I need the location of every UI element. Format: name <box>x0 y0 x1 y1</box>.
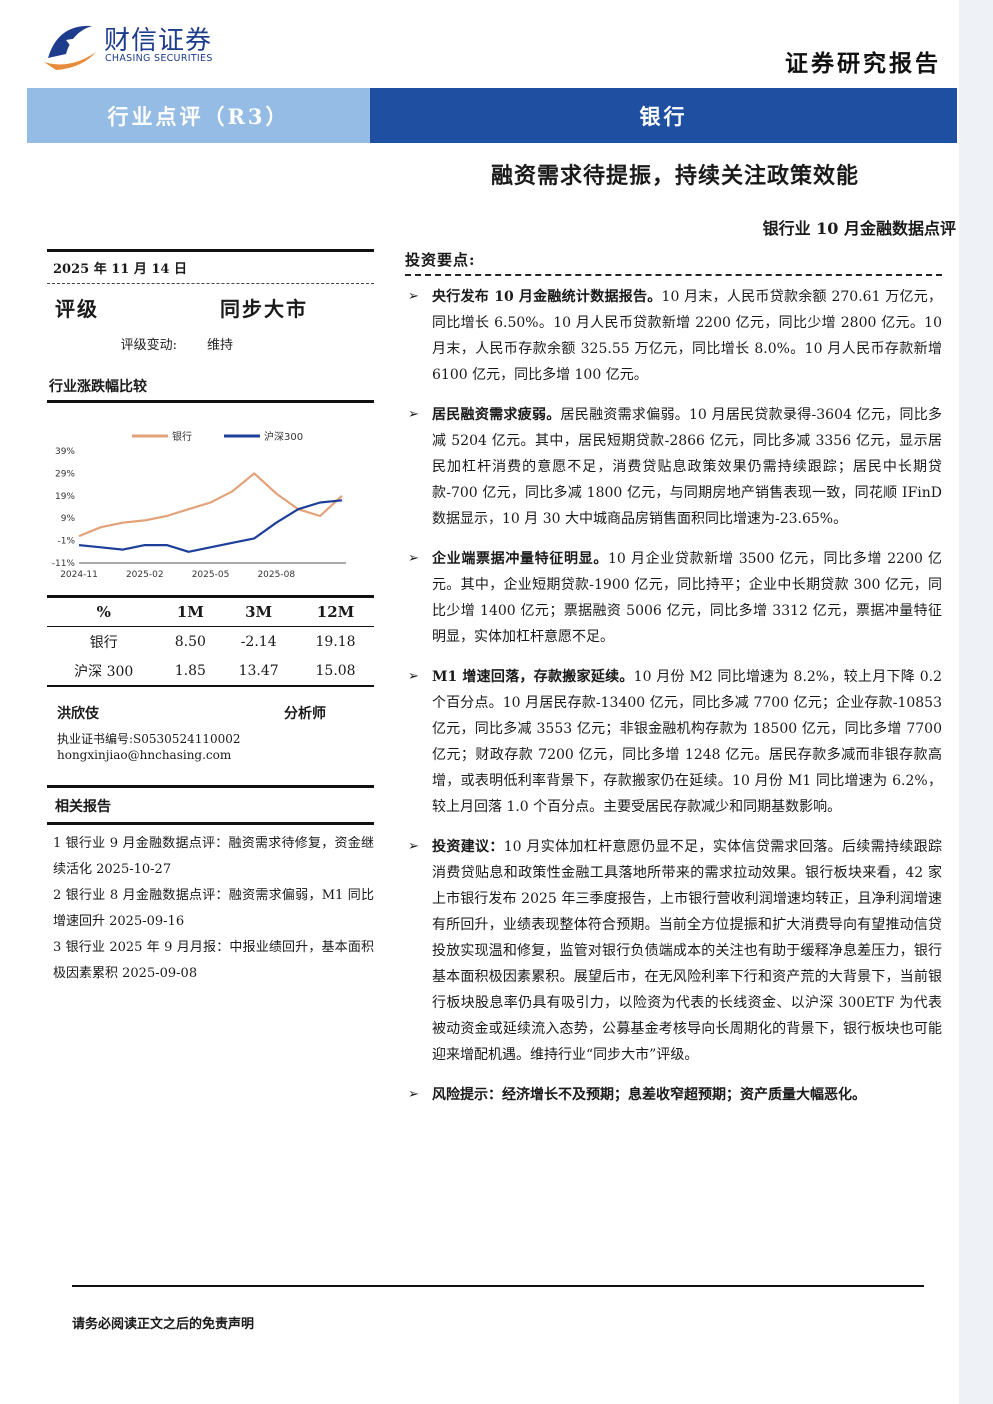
y-tick-label: 39% <box>55 447 75 457</box>
side-strip <box>959 0 993 1404</box>
rating-change-value: 维持 <box>207 337 234 353</box>
table-header-cell: % <box>47 595 161 627</box>
industry-band: 银行 <box>370 88 957 143</box>
report-title: 融资需求待提振，持续关注政策效能 <box>490 163 859 189</box>
analyst-name: 洪欣伎 <box>57 706 99 722</box>
highlight-lead: 企业端票据冲量特征明显。 <box>432 551 609 567</box>
arrow-bullet-icon: ➢ <box>408 1087 419 1102</box>
disclaimer-link[interactable]: 请务必阅读正文之后的免责声明 <box>72 1317 255 1332</box>
left-sidebar: 2025 年 11 月 14 日 评级 同步大市 评级变动: 维持 行业涨跌幅比… <box>47 249 374 987</box>
table-cell: 8.50 <box>174 634 206 650</box>
table-cell: 15.08 <box>297 656 374 687</box>
table-header-cell: 1M <box>160 595 221 627</box>
table-cell: 银行 <box>89 635 118 651</box>
arrow-bullet-icon: ➢ <box>408 839 419 854</box>
performance-table: % 1M 3M 12M 银行 8.50 -2.14 19.18 沪深 300 1… <box>47 595 374 687</box>
analyst-title: 分析师 <box>284 706 326 722</box>
rating-label: 评级 <box>55 296 99 321</box>
report-date: 2025 年 11 月 14 日 <box>47 249 374 284</box>
table-cell: 1.85 <box>160 656 221 687</box>
y-tick-label: -11% <box>52 559 76 569</box>
highlight-lead: 投资建议： <box>432 839 504 855</box>
analyst-certificate: 执业证书编号:S0530524110002 <box>57 732 241 746</box>
highlight-item: ➢ 央行发布 10 月金融统计数据报告。10 月末，人民币贷款余额 270.61… <box>405 284 942 388</box>
rating-row: 评级 同步大市 <box>47 286 374 328</box>
related-report-item[interactable]: 1 银行业 9 月金融数据点评：融资需求待修复，资金继续活化 2025-10-2… <box>53 836 374 877</box>
highlight-lead: 风险提示：经济增长不及预期；息差收窄超预期；资产质量大幅恶化。 <box>432 1087 866 1103</box>
highlight-lead: 居民融资需求疲弱。 <box>432 407 561 423</box>
arrow-bullet-icon: ➢ <box>408 407 419 422</box>
y-tick-label: 29% <box>55 469 75 479</box>
report-category-band: 行业点评（R3） <box>27 88 370 143</box>
arrow-bullet-icon: ➢ <box>408 669 419 684</box>
highlight-text: 10 月份 M2 同比增速为 8.2%，较上月下降 0.2 个百分点。10 月居… <box>432 669 942 815</box>
rating-change-row: 评级变动: 维持 <box>47 328 374 358</box>
x-tick-label: 2024-11 <box>60 570 98 580</box>
highlight-item: ➢ 风险提示：经济增长不及预期；息差收窄超预期；资产质量大幅恶化。 <box>405 1082 942 1108</box>
highlight-lead: M1 增速回落，存款搬家延续。 <box>432 669 634 685</box>
company-logo: 财信证券 CHASING SECURITIES <box>42 16 242 74</box>
industry-performance-chart: 39% 29% 19% 9% -1% -11%2024-11 2025-02 2025-05 2… <box>52 430 346 580</box>
chart-heading: 行业涨跌幅比较 <box>47 372 374 403</box>
legend-label: 沪深300 <box>264 430 303 443</box>
highlight-item: ➢ M1 增速回落，存款搬家延续。10 月份 M2 同比增速为 8.2%，较上月… <box>405 664 942 820</box>
table-row: 沪深 300 1.85 13.47 15.08 <box>47 656 374 687</box>
analyst-email[interactable]: hongxinjiao@hnchasing.com <box>57 748 232 762</box>
highlight-text: 10 月末，人民币贷款余额 270.61 万亿元，同比增长 6.50%。10 月… <box>432 289 943 383</box>
highlight-item: ➢ 投资建议：10 月实体加杠杆意愿仍显不足，实体信贷需求回落。后续需持续跟踪消… <box>405 834 942 1068</box>
logo-chinese-name: 财信证券 <box>104 26 213 56</box>
y-tick-label: 19% <box>55 492 75 502</box>
arrow-bullet-icon: ➢ <box>408 551 419 566</box>
highlight-text: 10 月实体加杠杆意愿仍显不足，实体信贷需求回落。后续需持续跟踪消费贷贴息和政策… <box>432 839 943 1063</box>
highlight-text: 居民融资需求偏弱。10 月居民贷款录得-3604 亿元，同比多减 5204 亿元… <box>432 407 943 527</box>
table-header-cell: 12M <box>297 595 374 627</box>
x-tick-label: 2025-08 <box>257 570 295 580</box>
x-tick-label: 2025-05 <box>192 570 230 580</box>
rating-change-label: 评级变动: <box>120 337 177 353</box>
table-cell: 19.18 <box>315 634 356 650</box>
analyst-row: 洪欣伎 分析师 <box>47 687 374 723</box>
highlight-item: ➢ 企业端票据冲量特征明显。10 月企业贷款新增 3500 亿元，同比多增 22… <box>405 546 942 650</box>
highlight-item: ➢ 居民融资需求疲弱。居民融资需求偏弱。10 月居民贷款录得-3604 亿元，同… <box>405 402 942 532</box>
table-header-row: % 1M 3M 12M <box>47 595 374 627</box>
rating-value: 同步大市 <box>220 296 308 321</box>
y-tick-label: 9% <box>61 514 76 524</box>
table-header-cell: 3M <box>220 595 298 627</box>
legend-label: 银行 <box>172 430 192 443</box>
table-cell: 13.47 <box>220 656 298 687</box>
related-report-item[interactable]: 2 银行业 8 月金融数据点评：融资需求偏弱，M1 同比增速回升 2025-09… <box>53 888 374 929</box>
table-cell: -2.14 <box>240 634 277 650</box>
series-line <box>78 472 343 538</box>
highlights-list: ➢ 央行发布 10 月金融统计数据报告。10 月末，人民币贷款余额 270.61… <box>405 284 942 1108</box>
table-row: 银行 8.50 -2.14 19.18 <box>47 627 374 657</box>
series-line <box>78 499 343 553</box>
related-report-item[interactable]: 3 银行业 2025 年 9 月月报：中报业绩回升，基本面积极因素累积 2025… <box>53 940 374 981</box>
highlight-text: 10 月企业贷款新增 3500 亿元，同比多增 2200 亿元。其中，企业短期贷… <box>432 551 943 645</box>
x-tick-label: 2025-02 <box>126 570 164 580</box>
table-cell: 沪深 300 <box>47 656 161 687</box>
report-subtitle: 银行业 10 月金融数据点评 <box>762 219 956 238</box>
highlights-heading: 投资要点: <box>405 249 942 276</box>
report-kind: 证券研究报告 <box>785 50 941 77</box>
related-reports-heading: 相关报告 <box>47 785 374 825</box>
y-tick-label: -1% <box>57 537 75 547</box>
footer-divider <box>72 1285 924 1287</box>
logo-english-name: CHASING SECURITIES <box>105 53 213 64</box>
investment-highlights: 投资要点: ➢ 央行发布 10 月金融统计数据报告。10 月末，人民币贷款余额 … <box>405 249 942 1108</box>
highlight-lead: 央行发布 10 月金融统计数据报告。 <box>432 289 662 305</box>
arrow-bullet-icon: ➢ <box>408 289 419 304</box>
analyst-meta: 执业证书编号:S0530524110002 hongxinjiao@hnchas… <box>47 723 374 763</box>
chasing-logo-icon <box>44 25 96 70</box>
related-reports-list: 1 银行业 9 月金融数据点评：融资需求待修复，资金继续活化 2025-10-2… <box>47 825 374 987</box>
